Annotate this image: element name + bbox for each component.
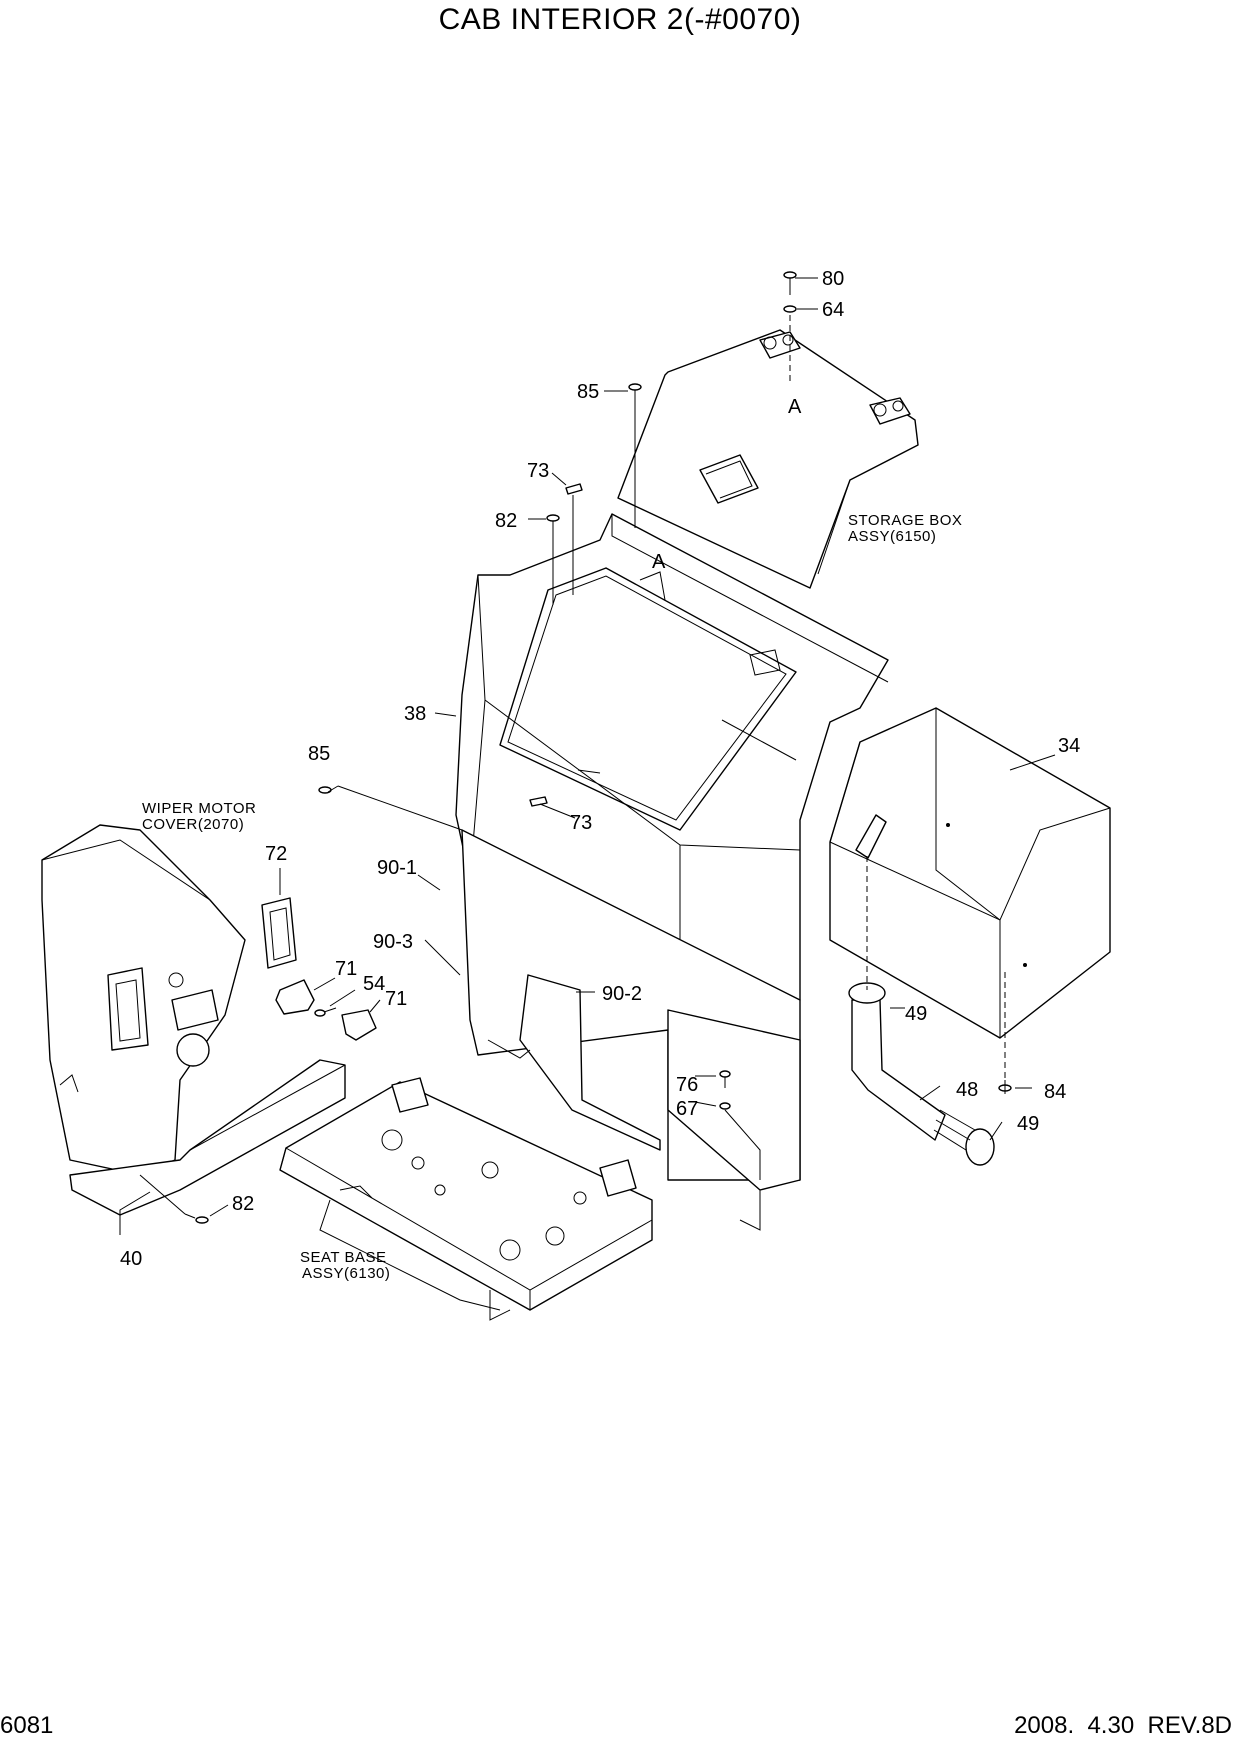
callout-82-bottom: 82 <box>232 1193 254 1215</box>
note-storage-box-line1: STORAGE BOX <box>848 512 962 529</box>
callout-64: 64 <box>822 299 844 321</box>
bolt-82-top <box>546 514 560 536</box>
notes: STORAGE BOX ASSY(6150) WIPER MOTOR COVER… <box>142 512 962 1282</box>
note-storage-box-line2: ASSY(6150) <box>848 528 936 545</box>
callouts: 80 64 85 73 82 38 85 34 73 72 90-1 90-3 … <box>120 268 1080 1270</box>
bolt-85-left <box>318 785 339 794</box>
callout-73-top: 73 <box>527 460 549 482</box>
ref-a-mid: A <box>652 551 666 573</box>
callout-67: 67 <box>676 1098 698 1120</box>
callout-85-top: 85 <box>577 381 599 403</box>
seat-base <box>279 1077 653 1321</box>
note-wiper-cover-line1: WIPER MOTOR <box>142 800 256 817</box>
callout-49-top: 49 <box>905 1003 927 1025</box>
bolt-84 <box>998 1080 1012 1094</box>
callout-71-b: 71 <box>385 988 407 1010</box>
callout-54: 54 <box>363 973 385 995</box>
part-71-a <box>275 979 315 1015</box>
callout-38: 38 <box>404 703 426 725</box>
callout-71-a: 71 <box>335 958 357 980</box>
callout-73-mid: 73 <box>570 812 592 834</box>
rear-panel-38 <box>455 513 889 1001</box>
page-code: 6081 <box>0 1712 54 1739</box>
note-seat-base-line1: SEAT BASE <box>300 1249 386 1266</box>
callout-76: 76 <box>676 1074 698 1096</box>
note-wiper-cover-line2: COVER(2070) <box>142 816 244 833</box>
lower-panel-90 <box>461 829 801 1231</box>
bolt-82-bottom <box>184 1213 209 1224</box>
callout-40: 40 <box>120 1248 142 1270</box>
leader-lines <box>119 277 1056 1235</box>
bolt-80 <box>783 271 797 295</box>
hinge-right <box>869 397 911 425</box>
revision-date: 2008. 4.30 REV.8D <box>1014 1712 1232 1739</box>
callout-85-left: 85 <box>308 743 330 765</box>
callout-90-2: 90-2 <box>602 983 642 1005</box>
callout-48: 48 <box>956 1079 978 1101</box>
callout-49-bottom: 49 <box>1017 1113 1039 1135</box>
clip-73-top <box>565 483 583 495</box>
callout-90-1: 90-1 <box>377 857 417 879</box>
page-title: CAB INTERIOR 2(-#0070) <box>438 3 802 36</box>
part-71-b <box>341 1009 377 1041</box>
callout-80: 80 <box>822 268 844 290</box>
part-72 <box>261 897 297 969</box>
callout-84: 84 <box>1044 1081 1066 1103</box>
callout-90-3: 90-3 <box>373 931 413 953</box>
bolt-76 <box>719 1070 731 1088</box>
ref-a-top: A <box>788 396 802 418</box>
box-34 <box>829 707 1111 1039</box>
washer-64 <box>783 305 797 313</box>
bolt-85-top <box>628 383 642 405</box>
wiper-motor-cover <box>41 824 246 1176</box>
clip-73-mid <box>529 796 548 807</box>
storage-box-lid <box>617 329 919 589</box>
screw-54 <box>314 1007 337 1017</box>
trim-40 <box>69 1059 346 1216</box>
washer-67 <box>719 1102 731 1110</box>
hose-48 <box>848 982 995 1166</box>
note-seat-base-line2: ASSY(6130) <box>302 1265 390 1282</box>
callout-72: 72 <box>265 843 287 865</box>
callout-34: 34 <box>1058 735 1080 757</box>
callout-82-top: 82 <box>495 510 517 532</box>
